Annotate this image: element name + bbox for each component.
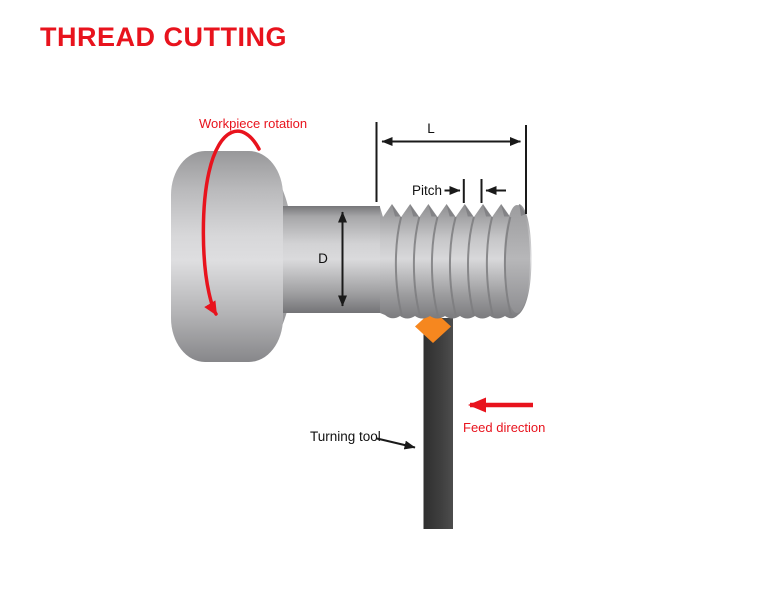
workpiece-rotation-annotation: Workpiece rotation <box>199 116 307 316</box>
length-label: L <box>427 121 435 136</box>
workpiece-shaft-shape <box>283 206 380 313</box>
diameter-label: D <box>318 251 328 266</box>
thread-silhouette <box>380 204 532 319</box>
length-dimension: L <box>375 121 527 214</box>
rotation-arrow <box>201 129 261 316</box>
feed-direction-label: Feed direction <box>463 420 545 435</box>
turning-tool-callout: Turning tool <box>310 429 416 450</box>
thread-crest-shading <box>392 205 526 217</box>
workpiece-chuck-shape <box>171 151 294 362</box>
tool-shank-shape <box>423 318 453 529</box>
thread-flank-lines <box>394 216 512 317</box>
thread-end-cap <box>504 205 530 313</box>
chuck-front-face <box>171 151 283 362</box>
pitch-label: Pitch <box>412 183 442 198</box>
feed-direction-annotation: Feed direction <box>463 397 545 435</box>
pitch-dimension: Pitch <box>412 179 506 203</box>
page-title: THREAD CUTTING <box>40 22 287 52</box>
diameter-dimension: D <box>318 211 347 307</box>
workpiece-rotation-label: Workpiece rotation <box>199 116 307 131</box>
turning-tool-shape <box>415 310 453 529</box>
turning-tool-arrow <box>376 437 416 450</box>
threaded-section-shape <box>380 204 532 319</box>
turning-tool-label: Turning tool <box>310 429 381 444</box>
